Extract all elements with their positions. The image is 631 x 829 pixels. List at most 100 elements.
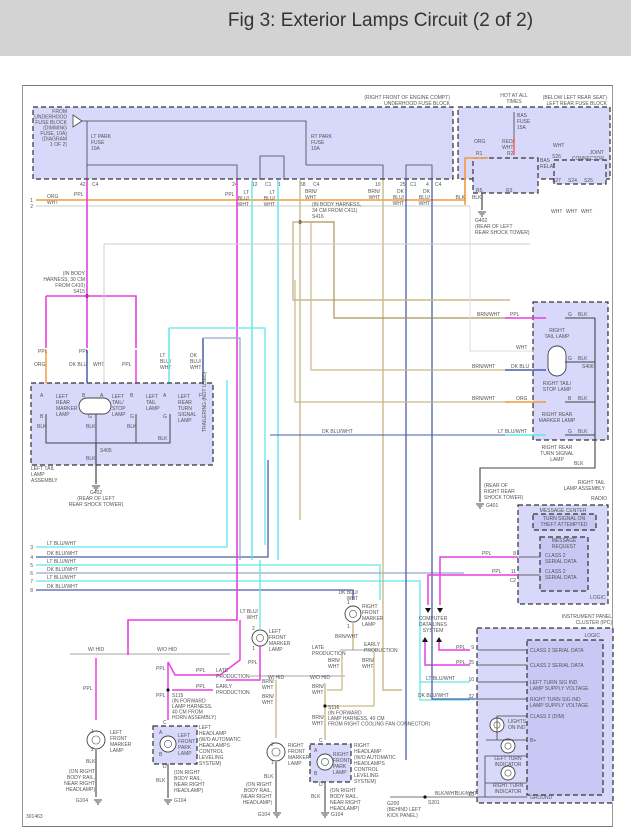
connector-pin-label: 24 (232, 182, 238, 188)
pin-label: 10 (468, 677, 474, 683)
ground-label-g402: (REAR OF LEFT (77, 496, 115, 502)
wire-label: PPL (156, 666, 166, 672)
ground-label-g200: (BEHIND LEFT (387, 807, 421, 813)
left-front-marker-label: LAMP (110, 748, 124, 754)
wire-label: WHT (312, 721, 323, 727)
pin-label: B (568, 396, 572, 402)
dkblu-wire (203, 337, 241, 560)
lamp-label: RIGHT REAR (542, 412, 573, 418)
brnwht-wire (310, 222, 510, 371)
left-front-marker-label: FRONT (269, 635, 286, 641)
wire-label: BLK (127, 424, 137, 430)
pin-label: 8 (513, 551, 516, 557)
rt-park-fuse-label: RT PARK (311, 134, 333, 140)
left-front-park-label: PARK (178, 745, 192, 751)
rt-park-fuse-label: FUSE (311, 140, 325, 146)
wire-label: PPL (38, 349, 48, 355)
ground-label-g104: (ON RIGHT (174, 770, 200, 776)
lamp-filament-icon (164, 740, 172, 748)
connector-pin-label: 42 (80, 182, 86, 188)
ground-label-g104: HEADLAMP) (243, 800, 273, 806)
pin-label: 2 (271, 742, 274, 748)
ground-label-g401: G401 (486, 503, 498, 509)
class2-label: SERIAL DATA (545, 575, 577, 581)
left-turn-label: INDICATOR (494, 762, 521, 768)
wire-label: WHT (347, 596, 358, 602)
harness-wire-4 (36, 460, 269, 558)
harness-line-label: LT BLU/WHT (47, 575, 76, 581)
lamp-label: TURN SIGNAL (540, 451, 574, 457)
turn-signal-label: TURN SIGNAL ON (543, 516, 586, 522)
lamp-label: LEFT (112, 394, 124, 400)
left-front-marker-label: LEFT (269, 629, 281, 635)
late-production-label: PRODUCTION (312, 651, 346, 657)
right-headlamp-label: HEADLAMP (354, 749, 382, 755)
ground-label-g104: BODY RAIL, (330, 794, 358, 800)
ipc-row-label: LAMP SUPPLY VOLTAGE (530, 703, 589, 709)
jc-pin-label: S27 (552, 178, 561, 184)
lamp-label: LAMP (56, 412, 70, 418)
lamp-label: LAMP (550, 457, 564, 463)
right-front-park-label: FRONT (333, 758, 350, 764)
ground-label-g402: REAR SHOCK TOWER) (69, 502, 124, 508)
right-front-park-label: PARK (333, 764, 347, 770)
diagram-id-label: 301463 (26, 814, 43, 820)
bas-relay (472, 157, 539, 194)
right-front-marker-label: RIGHT (288, 743, 304, 749)
logic-label: LOGIC (590, 595, 606, 601)
wire-label: LT BLU/WHT (426, 676, 455, 682)
pin-label: G (88, 414, 92, 420)
radio-label: RADIO (591, 496, 607, 502)
ipc-row-label: LEFT TURN SIG IND (530, 680, 578, 686)
class2-label: SERIAL DATA (545, 559, 577, 565)
right-headlamp-label: CONTROL (354, 767, 379, 773)
wire-label: WHT (160, 365, 171, 371)
ppl-wire (439, 556, 488, 605)
turn-signal-label: THEFT ATTEMPTED (540, 522, 587, 528)
signal-wire (486, 715, 527, 741)
right-tail-assembly-label: RIGHT TAIL (578, 480, 605, 486)
ipc-label: INSTRUMENT PANEL (562, 614, 612, 620)
pin-label: 25 (468, 660, 474, 666)
ground-label-g104: HEADLAMP) (66, 787, 96, 793)
wire-label: PPL (196, 684, 206, 690)
harness-line-number: 4 (30, 555, 33, 561)
early-production-label: EARLY (216, 684, 233, 690)
wire-label: WHT (262, 685, 273, 691)
ground-label-g104: G104 (174, 798, 186, 804)
bus-wire (259, 155, 285, 180)
wire-label: WHT (419, 201, 430, 207)
pin-label: 1 (347, 600, 350, 606)
fuse-source-label: 1 OF 2) (50, 142, 67, 148)
splice-s115-label: 40 CM FROM (172, 710, 203, 716)
pin-label: A (100, 393, 104, 399)
ipc-row-label: CLASS 2 SERIAL DATA (530, 663, 584, 669)
ground-label-g104: G104 (258, 812, 270, 818)
wire-label: BRN/ (305, 189, 318, 195)
lights-on-label: ON IND (508, 725, 526, 731)
wire-label: BRN/WHT (477, 312, 500, 318)
wire-label: BLK/WHT (435, 791, 457, 797)
right-front-marker-label: LAMP (288, 761, 302, 767)
wire-label: LT (160, 353, 165, 359)
ground-label-g104: G104 (76, 798, 88, 804)
splice-s115-label: LAMP HARNESS, (172, 704, 212, 710)
left-front-park-label: LEFT (178, 733, 190, 739)
left-front-marker-lamp-icon (251, 629, 269, 647)
ground-label-g104: HEADLAMP) (174, 788, 204, 794)
wire-label: PPL (74, 192, 84, 198)
ground-label-g402: (REAR OF LEFT (475, 224, 513, 230)
fuse-source-label: FUSE, 10A) (40, 131, 67, 137)
wire-label: BLK (264, 774, 274, 780)
ground-label-g104: BODY RAIL, (67, 775, 95, 781)
splice-s416-label: (IN BODY HARNESS, (312, 202, 361, 208)
wire-label: BLK (86, 456, 96, 462)
left-tail-assembly-label: LEFT TAIL (31, 466, 55, 472)
right-front-park-label: LAMP (333, 770, 347, 776)
harness-line-label: LT BLU/WHT (47, 559, 76, 565)
wire-label: LT (270, 190, 275, 196)
harness-line-label: DK BLU/WHT (47, 567, 78, 573)
pin-label: B (130, 393, 134, 399)
bus-wire (82, 120, 307, 165)
pin-label: 2 (252, 626, 255, 632)
